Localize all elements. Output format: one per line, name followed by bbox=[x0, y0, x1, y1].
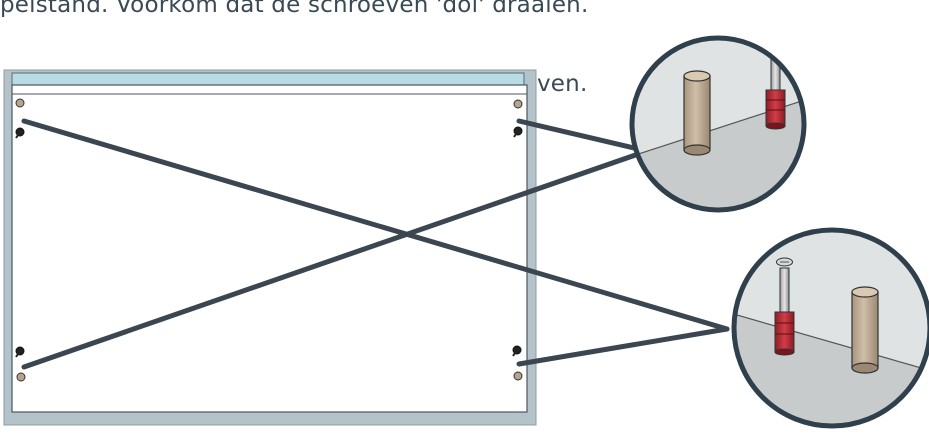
wooden-dowel-icon bbox=[851, 286, 879, 374]
leader-lines bbox=[21, 118, 730, 370]
detail-circle-top bbox=[629, 35, 807, 213]
fastener-bottom-left bbox=[15, 346, 26, 382]
panel-inner-board bbox=[11, 84, 528, 413]
detail-circle-bottom bbox=[731, 227, 929, 429]
instruction-text-line-2: ven. bbox=[537, 71, 588, 97]
detail-circle-bottom-border bbox=[731, 227, 929, 429]
leader-line-bottom-right bbox=[516, 326, 730, 367]
fastener-bottom-right bbox=[512, 345, 523, 381]
wooden-dowel-icon bbox=[683, 70, 711, 156]
detail-circle-top-border bbox=[629, 35, 807, 213]
fastener-top-right bbox=[513, 99, 523, 138]
leader-line-top-left bbox=[21, 118, 730, 332]
instruction-text-line-1: pelstand. Voorkom dat de schroeven 'dol'… bbox=[0, 0, 589, 18]
panel-fasteners bbox=[15, 98, 523, 382]
screw-with-plug-icon bbox=[774, 257, 795, 356]
panel-top-band bbox=[11, 72, 525, 86]
leader-line-bottom-left bbox=[21, 148, 650, 370]
leader-line-top-right bbox=[516, 118, 650, 154]
fastener-top-left bbox=[15, 98, 25, 139]
